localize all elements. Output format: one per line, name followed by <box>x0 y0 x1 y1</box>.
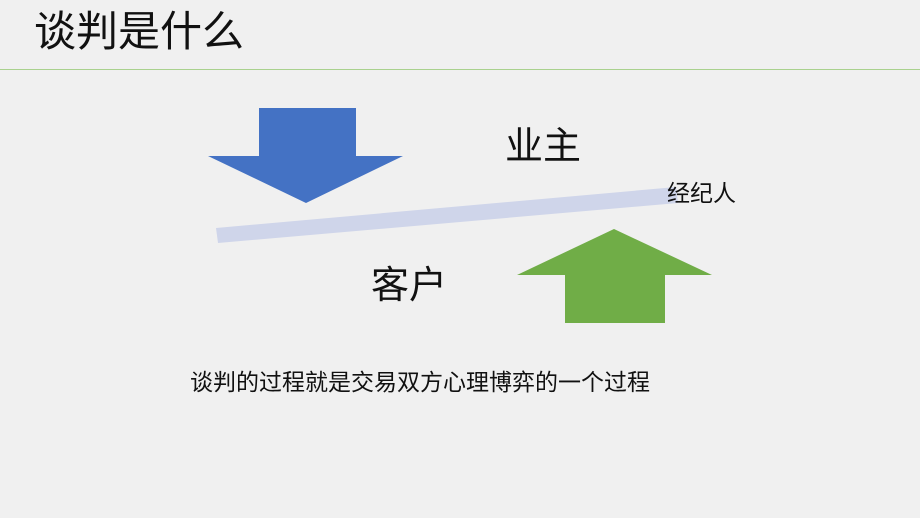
slide-title: 谈判是什么 <box>34 7 245 56</box>
owner-label: 业主 <box>505 124 582 168</box>
agent-label: 经纪人 <box>667 181 736 207</box>
slide-caption: 谈判的过程就是交易双方心理博弈的一个过程 <box>190 370 650 396</box>
down-arrow <box>208 108 403 203</box>
balance-bar <box>216 187 678 243</box>
up-arrow <box>517 229 712 323</box>
client-label: 客户 <box>371 263 448 307</box>
title-divider <box>0 69 920 70</box>
